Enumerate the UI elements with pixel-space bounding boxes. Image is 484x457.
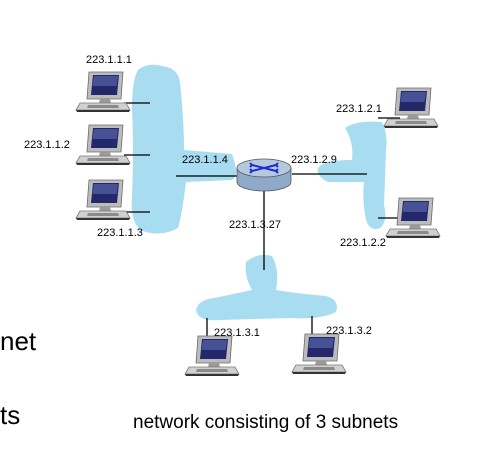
host-223-1-1-2 bbox=[75, 124, 131, 166]
subnet-223-1-2 bbox=[317, 121, 387, 229]
label-223-1-1-2: 223.1.1.2 bbox=[24, 139, 70, 151]
label-223-1-2-1: 223.1.2.1 bbox=[336, 103, 382, 115]
host-223-1-1-3 bbox=[75, 179, 131, 221]
side-fragment-net: net bbox=[0, 326, 37, 356]
label-223-1-1-3: 223.1.1.3 bbox=[97, 227, 143, 239]
label-router-if-1: 223.1.1.4 bbox=[182, 154, 228, 166]
label-223-1-3-2: 223.1.3.2 bbox=[326, 325, 372, 337]
host-223-1-1-1 bbox=[75, 71, 131, 113]
label-router-if-2: 223.1.2.9 bbox=[291, 154, 337, 166]
host-223-1-3-1 bbox=[184, 335, 240, 377]
label-223-1-3-1: 223.1.3.1 bbox=[214, 327, 260, 339]
links bbox=[124, 102, 400, 336]
router bbox=[236, 158, 292, 192]
diagram-caption: network consisting of 3 subnets bbox=[133, 412, 398, 433]
router-arrows-icon bbox=[249, 162, 279, 174]
label-223-1-2-2: 223.1.2.2 bbox=[340, 237, 386, 249]
subnet-223-1-1 bbox=[131, 64, 236, 234]
subnet-223-1-3 bbox=[196, 254, 337, 321]
host-223-1-3-2 bbox=[291, 333, 347, 375]
side-fragment-ts: ts bbox=[0, 400, 20, 430]
label-router-if-3: 223.1.3.27 bbox=[229, 219, 281, 231]
label-223-1-1-1: 223.1.1.1 bbox=[86, 54, 132, 66]
host-223-1-2-1 bbox=[383, 87, 439, 129]
